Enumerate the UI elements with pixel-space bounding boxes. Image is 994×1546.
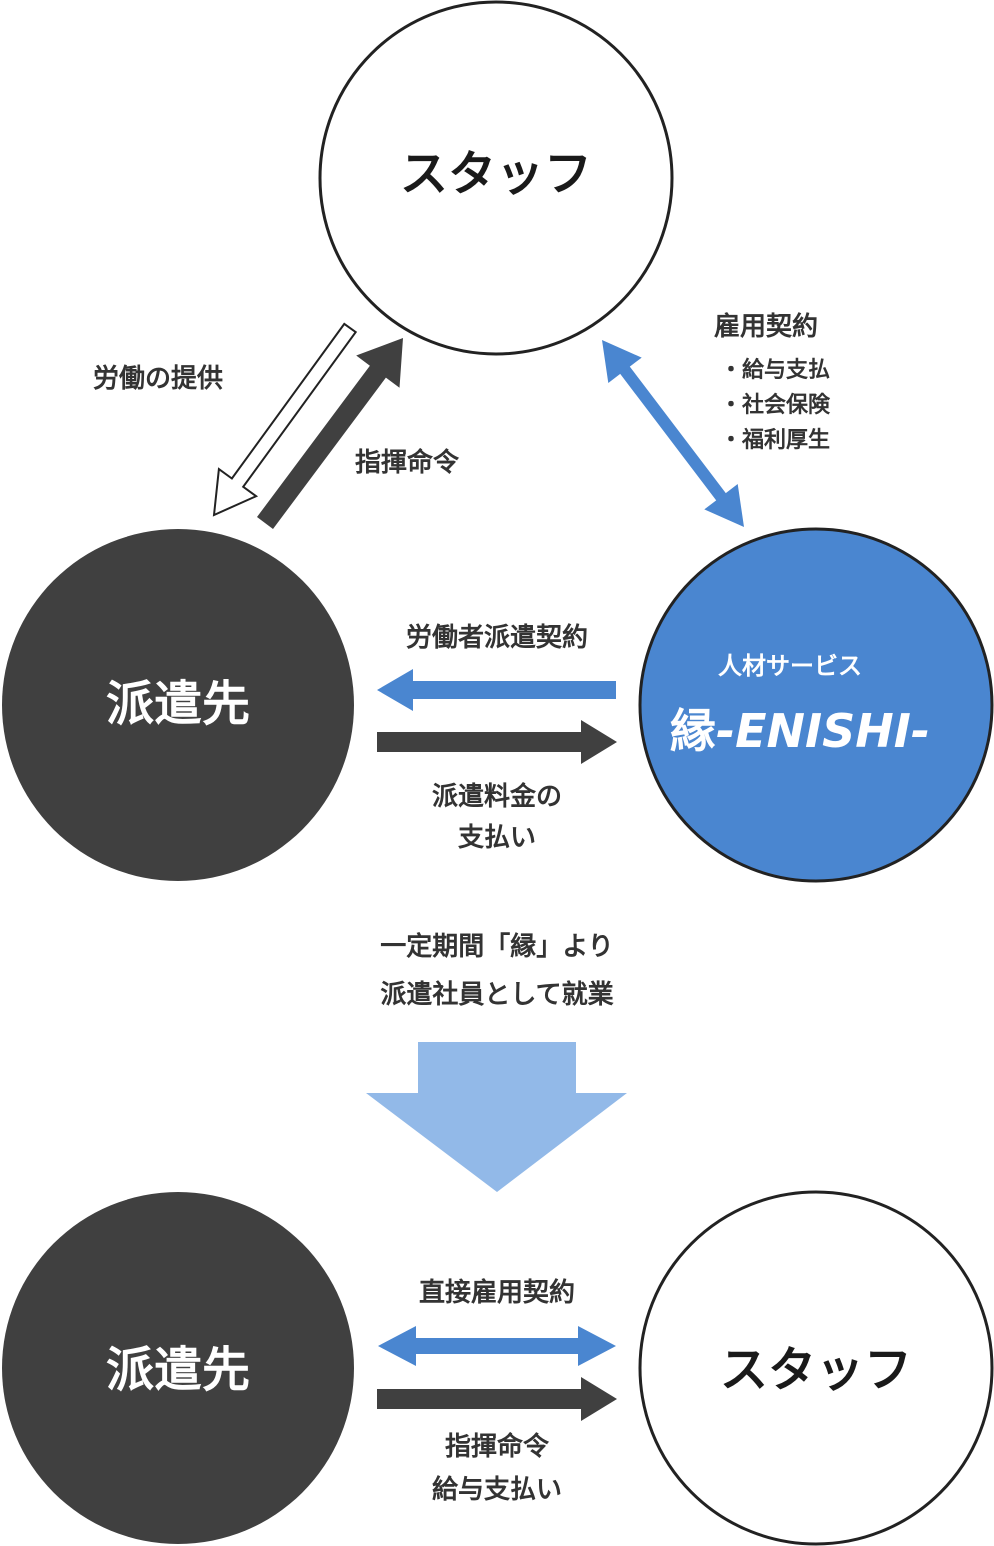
company-name-kanji: 縁 <box>670 704 717 758</box>
dispatch-contract-label: 労働者派遣契約 <box>405 623 588 653</box>
fee-label-line2: 支払い <box>457 823 536 853</box>
bottom-client-circle <box>2 1192 354 1544</box>
transition-line2: 派遣社員として就業 <box>380 980 614 1010</box>
dispatch-contract-arrow <box>377 669 616 711</box>
bottom-client-circle-label: 派遣先 <box>105 1342 250 1398</box>
staff-circle <box>318 0 674 356</box>
bottom-staff-circle-label: スタッフ <box>719 1342 912 1398</box>
direct-contract-arrow <box>378 1326 616 1366</box>
bottom-salary-label: 給与支払い <box>431 1475 562 1505</box>
fee-label-line1: 派遣料金の <box>431 782 562 812</box>
bottom-instruction-arrow <box>377 1377 617 1421</box>
instruction-label: 指揮命令 <box>355 448 460 478</box>
employment-item-welfare: ・福利厚生 <box>720 428 831 453</box>
client-circle-label: 派遣先 <box>105 676 250 732</box>
employment-item-insurance: ・社会保険 <box>720 393 831 418</box>
company-circle <box>638 527 994 883</box>
instruction-arrow <box>257 338 403 529</box>
transition-line1: 一定期間「縁」より <box>380 932 614 962</box>
employment-item-salary: ・給与支払 <box>720 358 831 383</box>
fee-payment-arrow <box>377 720 617 764</box>
transition-arrow <box>366 1042 627 1192</box>
bottom-instruction-label: 指揮命令 <box>444 1432 549 1462</box>
labor-provision-arrow <box>212 322 358 517</box>
bottom-staff-circle <box>638 1190 994 1546</box>
company-subtitle: 人材サービス <box>718 652 862 680</box>
labor-provision-label: 労働の提供 <box>93 364 224 394</box>
client-circle <box>2 529 354 881</box>
company-name: 縁-ENISHI- <box>630 700 970 762</box>
staff-circle-label: スタッフ <box>399 146 592 202</box>
company-name-latin: -ENISHI- <box>716 704 930 758</box>
employment-contract-arrow <box>602 340 744 527</box>
direct-contract-label: 直接雇用契約 <box>418 1278 575 1308</box>
employment-contract-label: 雇用契約 <box>714 312 819 342</box>
